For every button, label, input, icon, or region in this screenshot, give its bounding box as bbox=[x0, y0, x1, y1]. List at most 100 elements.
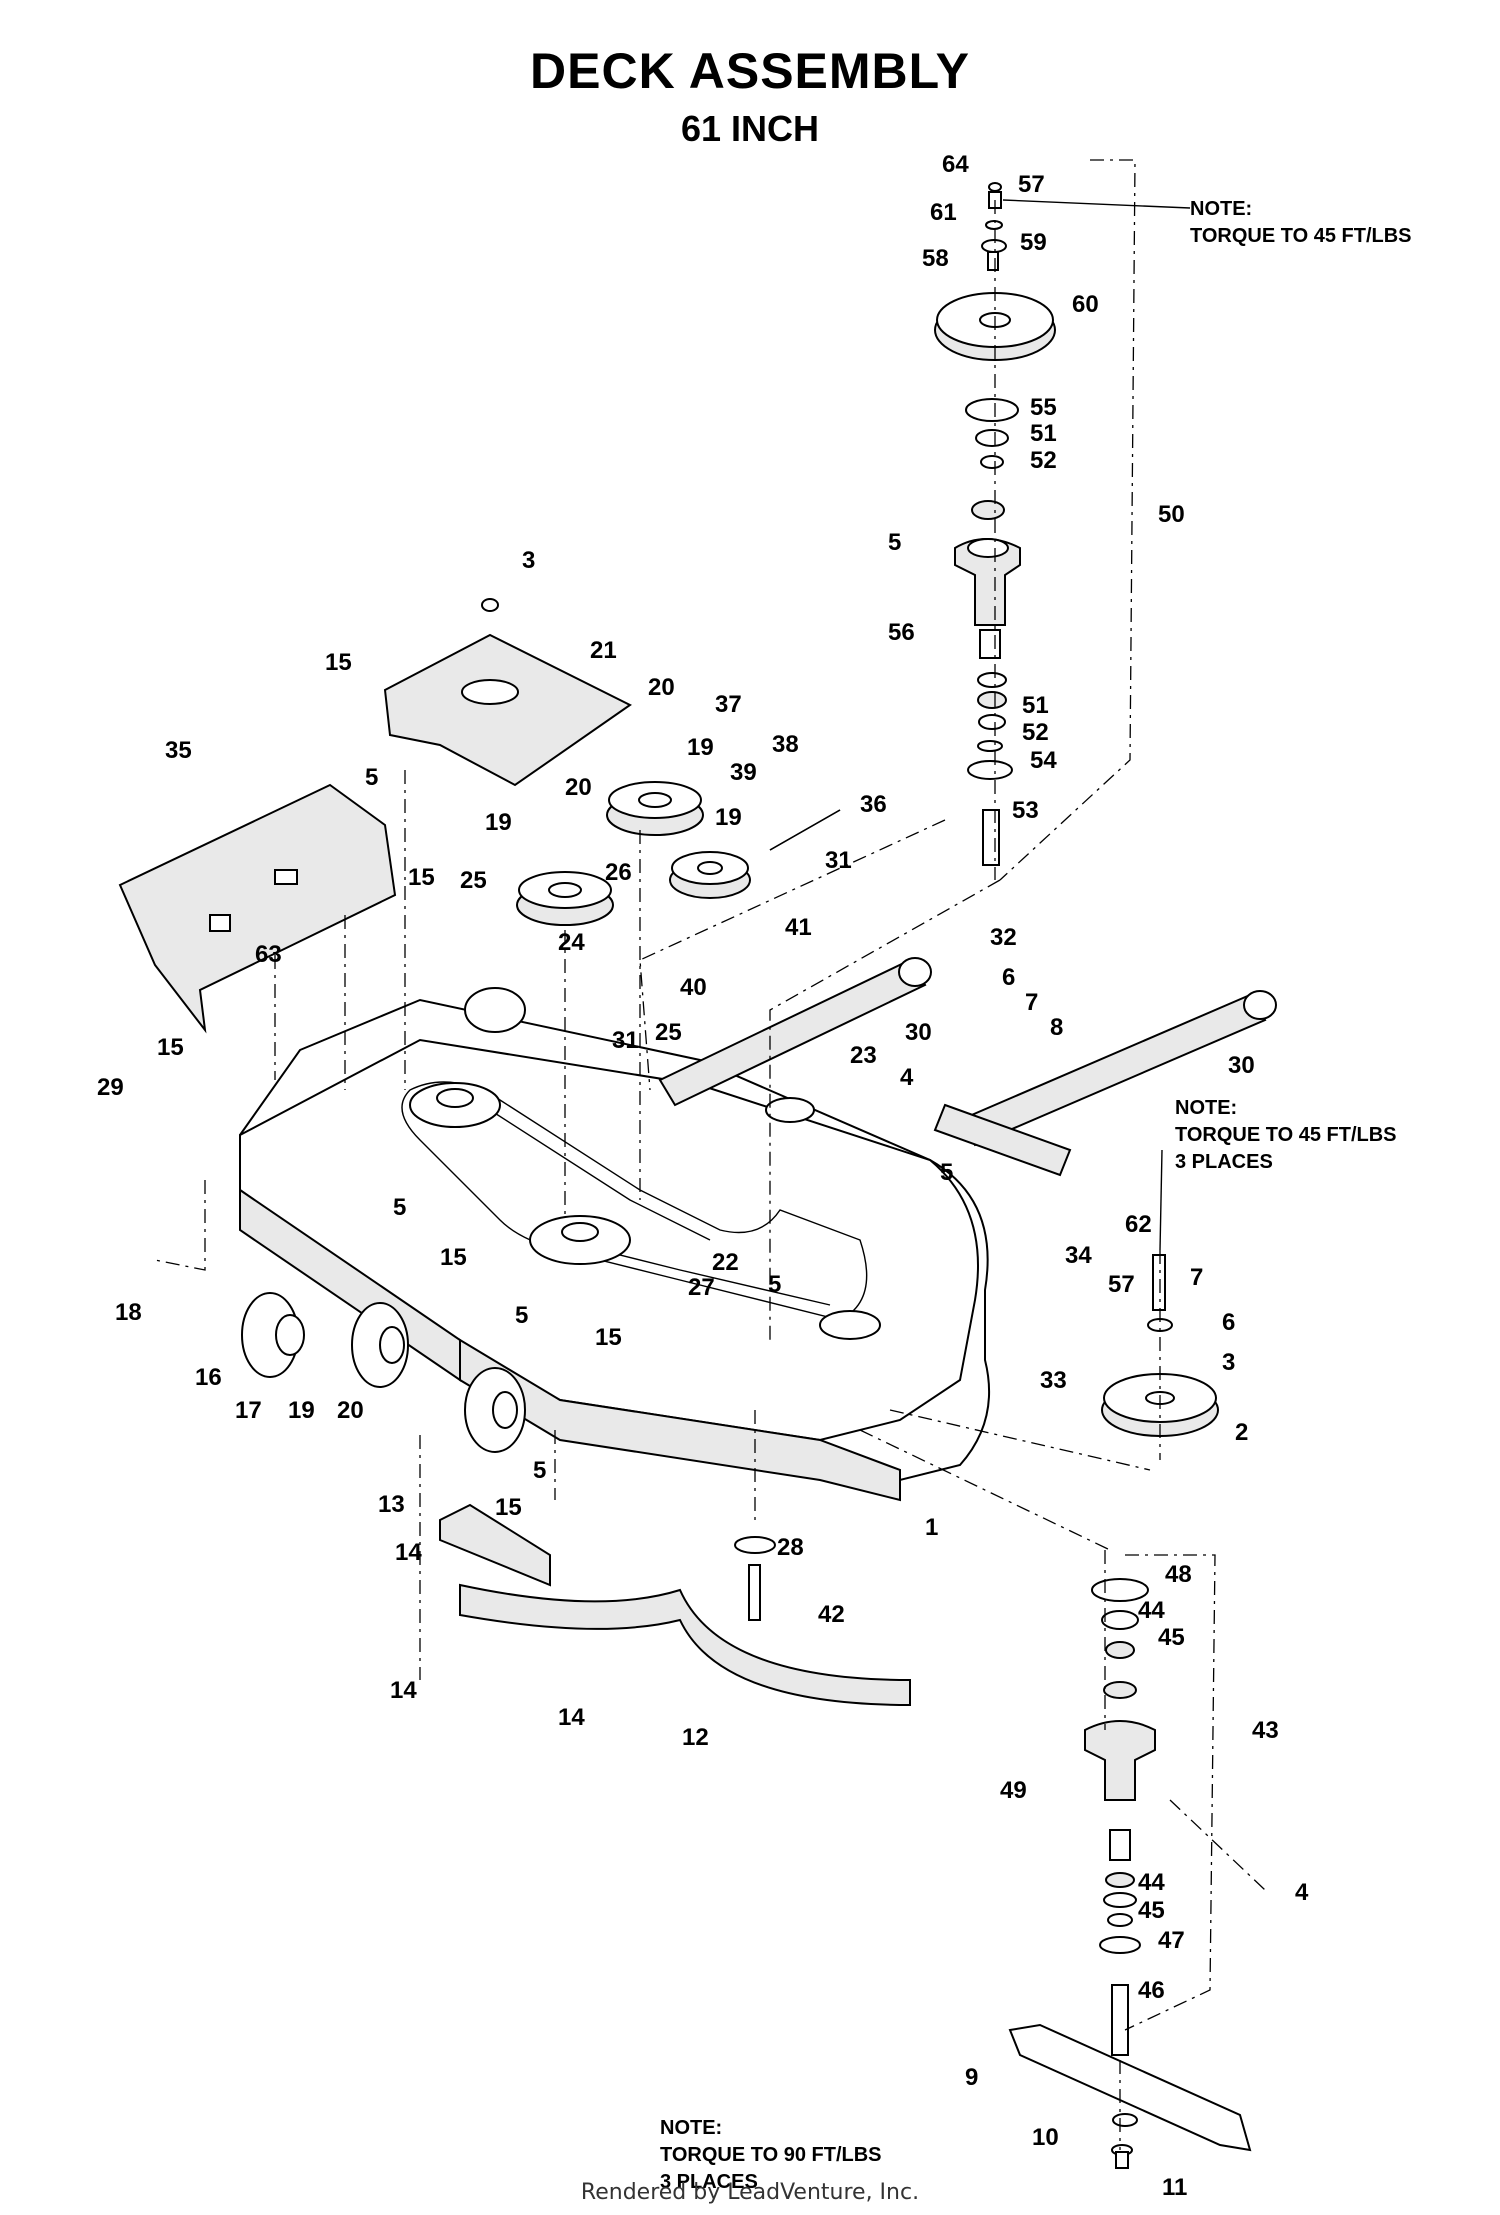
callout-5e: 5 bbox=[768, 1271, 781, 1298]
callout-10: 10 bbox=[1032, 2124, 1059, 2151]
callout-51b: 51 bbox=[1022, 692, 1049, 719]
callout-30b: 30 bbox=[1228, 1052, 1255, 1079]
callout-57b: 57 bbox=[1108, 1271, 1135, 1298]
callout-44b: 44 bbox=[1138, 1869, 1165, 1896]
callout-4b: 4 bbox=[1295, 1879, 1309, 1906]
callout-14b: 14 bbox=[390, 1677, 417, 1704]
callout-15b: 15 bbox=[408, 864, 435, 891]
callout-31: 31 bbox=[825, 847, 852, 874]
note-torque-45: NOTE: TORQUE TO 45 FT/LBS bbox=[1190, 196, 1412, 250]
callout-33: 33 bbox=[1040, 1367, 1067, 1394]
note-torque-90-3-places: NOTE: TORQUE TO 90 FT/LBS 3 PLACES bbox=[660, 2115, 882, 2196]
note-line: 3 PLACES bbox=[1175, 1151, 1273, 1173]
callout-5c: 5 bbox=[940, 1159, 953, 1186]
note-torque-45-3-places: NOTE: TORQUE TO 45 FT/LBS 3 PLACES bbox=[1175, 1095, 1397, 1176]
callout-31b: 31 bbox=[612, 1027, 639, 1054]
callout-41: 41 bbox=[785, 914, 812, 941]
callout-29: 29 bbox=[97, 1074, 124, 1101]
note-line: NOTE: bbox=[1190, 198, 1253, 220]
callout-15f: 15 bbox=[495, 1494, 522, 1521]
caster-wheel-16 bbox=[241, 1292, 305, 1378]
mower-blade-9 bbox=[1008, 2023, 1252, 2169]
callout-19b: 19 bbox=[715, 804, 742, 831]
callout-27: 27 bbox=[688, 1274, 715, 1301]
callout-37: 37 bbox=[715, 691, 742, 718]
callout-20c: 20 bbox=[337, 1397, 364, 1424]
callout-5b: 5 bbox=[365, 764, 378, 791]
callout-4: 4 bbox=[900, 1064, 914, 1091]
deck-pulley-center bbox=[529, 1215, 631, 1265]
note-line: TORQUE TO 45 FT/LBS bbox=[1190, 225, 1412, 247]
callout-61: 61 bbox=[930, 199, 957, 226]
lower-spindle-assembly bbox=[1084, 1578, 1156, 2056]
belt-cover-left bbox=[118, 783, 397, 1034]
bolt-42 bbox=[734, 1536, 776, 1621]
callout-24: 24 bbox=[558, 929, 585, 956]
footer-credit: Rendered by LeadVenture, Inc. bbox=[580, 2180, 920, 2205]
callout-58: 58 bbox=[922, 245, 949, 272]
callout-5d: 5 bbox=[393, 1194, 406, 1221]
callout-21: 21 bbox=[590, 637, 617, 664]
callout-12: 12 bbox=[682, 1724, 709, 1751]
callout-5f: 5 bbox=[515, 1302, 528, 1329]
callout-45: 45 bbox=[1158, 1624, 1185, 1651]
callout-1: 1 bbox=[925, 1514, 938, 1541]
caster-wheel-top bbox=[464, 987, 526, 1033]
callout-7: 7 bbox=[1025, 989, 1038, 1016]
deck-pulley-left bbox=[409, 1082, 501, 1128]
callout-15d: 15 bbox=[440, 1244, 467, 1271]
callout-25: 25 bbox=[460, 867, 487, 894]
callout-19c: 19 bbox=[485, 809, 512, 836]
callout-43: 43 bbox=[1252, 1717, 1279, 1744]
callout-55: 55 bbox=[1030, 394, 1057, 421]
callout-20: 20 bbox=[648, 674, 675, 701]
callout-54: 54 bbox=[1030, 747, 1057, 774]
callout-51: 51 bbox=[1030, 420, 1057, 447]
callout-52b: 52 bbox=[1022, 719, 1049, 746]
callout-64: 64 bbox=[942, 151, 969, 178]
callout-3: 3 bbox=[522, 547, 535, 574]
deck-spindle-hole-rear bbox=[765, 1097, 815, 1123]
callout-28: 28 bbox=[777, 1534, 804, 1561]
callout-52: 52 bbox=[1030, 447, 1057, 474]
callout-59: 59 bbox=[1020, 229, 1047, 256]
idler-spring-36 bbox=[769, 809, 841, 851]
note-line: NOTE: bbox=[1175, 1097, 1238, 1119]
callout-30: 30 bbox=[905, 1019, 932, 1046]
callout-47: 47 bbox=[1158, 1927, 1185, 1954]
deck-mount-arm-upper bbox=[658, 957, 932, 1107]
note-line: TORQUE TO 90 FT/LBS bbox=[660, 2144, 882, 2166]
callout-46: 46 bbox=[1138, 1977, 1165, 2004]
callout-14c: 14 bbox=[558, 1704, 585, 1731]
note-line: TORQUE TO 45 FT/LBS bbox=[1175, 1124, 1397, 1146]
diagram-subtitle: 61 INCH bbox=[680, 108, 820, 149]
callout-22: 22 bbox=[712, 1249, 739, 1276]
leader-lines bbox=[1002, 199, 1191, 1251]
callout-26: 26 bbox=[605, 859, 632, 886]
callout-9: 9 bbox=[965, 2064, 978, 2091]
callout-19d: 19 bbox=[288, 1397, 315, 1424]
callout-2: 2 bbox=[1235, 1419, 1248, 1446]
callout-8: 8 bbox=[1050, 1014, 1063, 1041]
callout-17: 17 bbox=[235, 1397, 262, 1424]
belt-cover-top bbox=[383, 598, 632, 787]
deck-spindle-hole-right bbox=[819, 1310, 881, 1340]
callout-15: 15 bbox=[325, 649, 352, 676]
callout-23: 23 bbox=[850, 1042, 877, 1069]
callout-60: 60 bbox=[1072, 291, 1099, 318]
callout-25b: 25 bbox=[655, 1019, 682, 1046]
callout-50: 50 bbox=[1158, 501, 1185, 528]
anti-scalp-bar-12 bbox=[459, 1583, 911, 1707]
idler-pulley-26 bbox=[606, 781, 704, 836]
callout-56: 56 bbox=[888, 619, 915, 646]
callout-11: 11 bbox=[1162, 2174, 1187, 2201]
callout-34: 34 bbox=[1065, 1242, 1092, 1269]
callout-48: 48 bbox=[1165, 1561, 1192, 1588]
note-line: 3 PLACES bbox=[660, 2171, 758, 2193]
callout-13: 13 bbox=[378, 1491, 405, 1518]
callout-57: 57 bbox=[1018, 171, 1045, 198]
bracket-13 bbox=[439, 1503, 551, 1587]
idler-pulley-25 bbox=[516, 871, 614, 926]
callout-14: 14 bbox=[395, 1539, 422, 1566]
